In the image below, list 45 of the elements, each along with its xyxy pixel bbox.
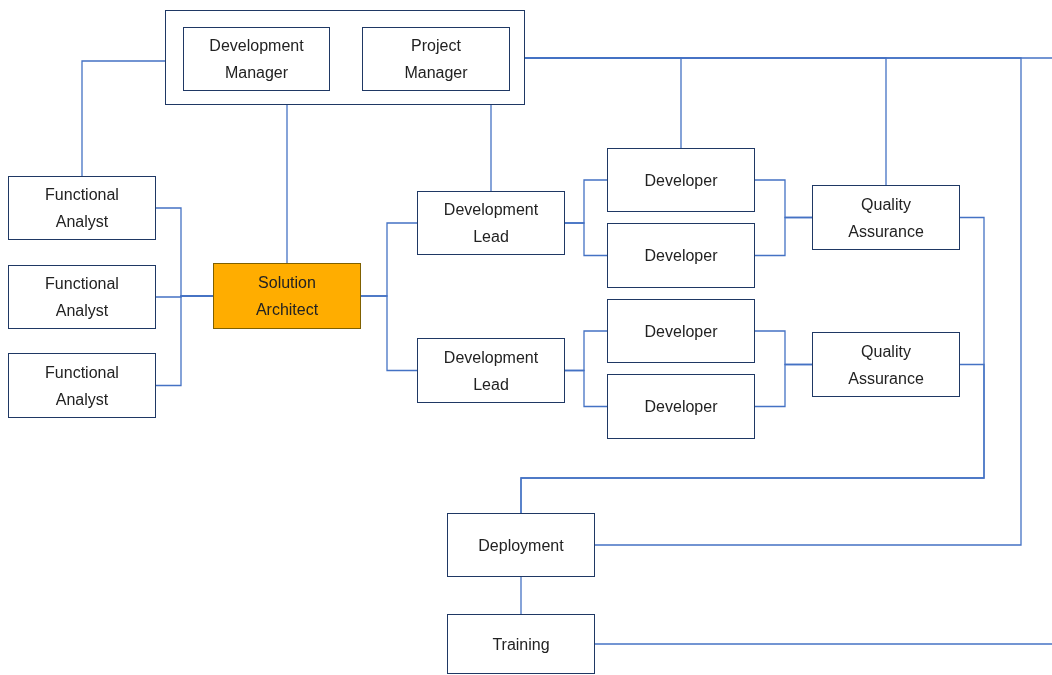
role-box [8,353,156,418]
connector-line [155,295,214,387]
role-box [417,191,565,255]
role-box [812,185,960,250]
management-group-box [165,10,525,105]
connector-line [520,576,522,615]
connector-line [594,643,1052,645]
connector-line [520,363,985,514]
role-label: Solution Architect [254,273,320,320]
role-label: Deployment [478,535,564,556]
role-box [183,27,330,91]
role-box [607,223,755,288]
connector-line [360,295,418,372]
role-box [8,265,156,329]
role-label: Project Manager [403,36,469,83]
highlighted-role-box [213,263,361,329]
role-box [447,513,595,577]
role-box [607,148,755,212]
connector-line [286,104,288,264]
role-box [417,338,565,403]
role-label: Developer [644,170,718,191]
role-label: Quality Assurance [847,341,925,389]
role-label: Development Lead [442,347,540,395]
role-box [607,374,755,439]
role-label: Development Manager [208,36,305,83]
role-label: Functional Analyst [44,274,120,321]
role-label: Functional Analyst [44,362,120,410]
connector-line [81,60,166,177]
role-label: Training [492,634,550,655]
connector-line [490,104,492,192]
connector-line [754,216,813,257]
role-label: Developer [644,321,718,342]
role-box [812,332,960,397]
role-box [607,299,755,363]
connector-line [754,363,813,408]
role-box [8,176,156,240]
role-label: Development Lead [442,200,540,247]
role-box [447,614,595,674]
connector-line [564,369,608,408]
role-label: Developer [644,246,718,266]
connector-line [564,222,608,257]
role-label: Quality Assurance [847,194,925,242]
role-box [362,27,510,91]
role-label: Developer [644,397,718,417]
role-label: Functional Analyst [44,185,120,232]
